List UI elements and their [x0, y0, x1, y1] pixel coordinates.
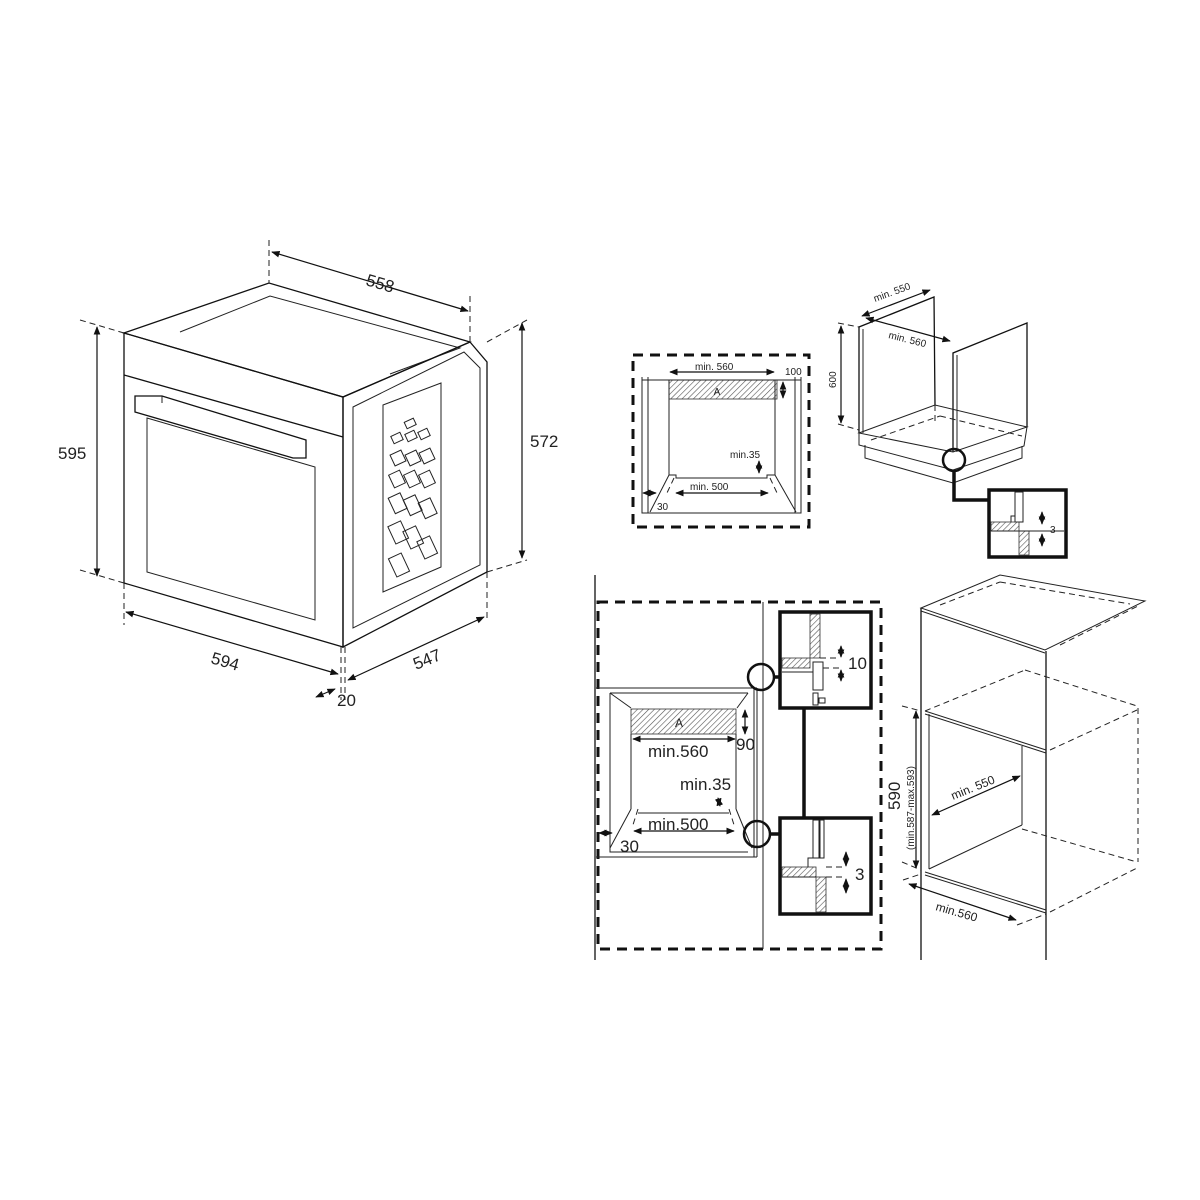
under-counter-cabinet: min. 550 min. 560 600 3 [828, 281, 1068, 559]
dim-3: 3 [1050, 525, 1056, 536]
dim-min-550: min. 550 [949, 772, 997, 802]
oven-drawing: 558 595 572 594 547 20 [58, 240, 558, 710]
dim-min-560: min. 560 [695, 362, 734, 373]
tall-cabinet: 590 (min.587-max.593) min. 550 min.560 [885, 574, 1147, 960]
dim-3: 3 [855, 865, 864, 884]
dim-min-35: min.35 [680, 775, 731, 794]
tall-cabinet-plan: A 90 min.560 min.35 min.500 30 10 [594, 575, 883, 960]
dim-10: 10 [848, 654, 867, 673]
dim-min-500: min. 500 [690, 482, 729, 493]
dim-min-560: min.560 [648, 742, 708, 761]
dim-min-35: min.35 [730, 450, 760, 461]
dim-590-range: (min.587-max.593) [906, 766, 917, 850]
dim-558: 558 [364, 271, 397, 297]
dim-590: 590 [885, 782, 904, 810]
dim-595: 595 [58, 444, 86, 463]
dim-min-550: min. 550 [872, 281, 912, 305]
vent-slots [387, 417, 439, 578]
dim-547: 547 [410, 645, 443, 673]
under-counter-plan: A min. 560 100 min.35 min. 500 30 [631, 353, 811, 529]
dim-min-560: min.560 [934, 899, 979, 924]
dim-90: 90 [736, 735, 755, 754]
vent-label-a: A [714, 387, 721, 398]
dim-20: 20 [337, 691, 356, 710]
dim-30: 30 [657, 502, 669, 513]
dim-600: 600 [828, 371, 839, 388]
dim-572: 572 [530, 432, 558, 451]
dim-100: 100 [785, 367, 802, 378]
dim-30: 30 [620, 837, 639, 856]
dim-min-500: min.500 [648, 815, 708, 834]
vent-label-a: A [675, 716, 683, 730]
dim-594: 594 [209, 649, 242, 675]
